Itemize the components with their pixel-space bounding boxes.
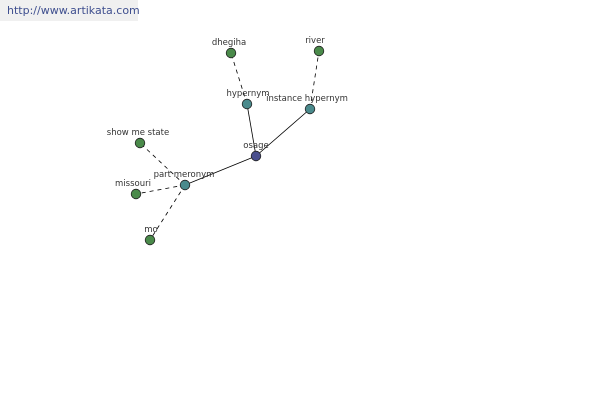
- node-circle[interactable]: [225, 47, 237, 59]
- edge-hypernym-to-dhegiha: [230, 52, 248, 105]
- edge-osage-to-instance_hypernym: [255, 108, 311, 157]
- node-river[interactable]: river: [305, 36, 325, 57]
- node-mo[interactable]: mo: [144, 225, 158, 246]
- node-circle[interactable]: [134, 137, 146, 149]
- node-label: river: [305, 36, 325, 46]
- edge-osage-to-part_meronym: [184, 155, 257, 186]
- node-circle[interactable]: [250, 150, 262, 162]
- node-label: osage: [243, 141, 268, 151]
- node-circle[interactable]: [313, 45, 325, 57]
- edge-part_meronym-to-mo: [149, 184, 186, 241]
- node-instance-hypernym[interactable]: instance hypernym: [266, 94, 348, 115]
- edge-osage-to-hypernym: [246, 103, 257, 157]
- node-circle[interactable]: [304, 103, 316, 115]
- node-label: part meronym: [154, 170, 215, 180]
- node-part-meronym[interactable]: part meronym: [154, 170, 215, 191]
- node-label: dhegiha: [212, 38, 246, 48]
- edge-instance_hypernym-to-river: [309, 50, 320, 110]
- node-label: mo: [144, 225, 157, 235]
- edge-part_meronym-to-missouri: [135, 184, 186, 195]
- node-label: missouri: [115, 179, 151, 189]
- node-missouri[interactable]: missouri: [115, 179, 151, 200]
- node-circle[interactable]: [179, 179, 191, 191]
- node-circle[interactable]: [144, 234, 156, 246]
- edges-layer: [135, 50, 320, 241]
- node-circle[interactable]: [241, 98, 253, 110]
- edge-part_meronym-to-show_me_state: [139, 142, 186, 186]
- node-osage[interactable]: osage: [243, 141, 269, 162]
- node-circle[interactable]: [130, 188, 142, 200]
- node-label: show me state: [107, 128, 169, 138]
- node-label: hypernym: [226, 89, 269, 99]
- node-dhegiha[interactable]: dhegiha: [212, 38, 246, 59]
- node-show-me-state[interactable]: show me state: [107, 128, 169, 149]
- source-url-link[interactable]: http://www.artikata.com: [0, 0, 140, 21]
- node-label: instance hypernym: [266, 94, 348, 104]
- node-hypernym[interactable]: hypernym: [226, 89, 270, 110]
